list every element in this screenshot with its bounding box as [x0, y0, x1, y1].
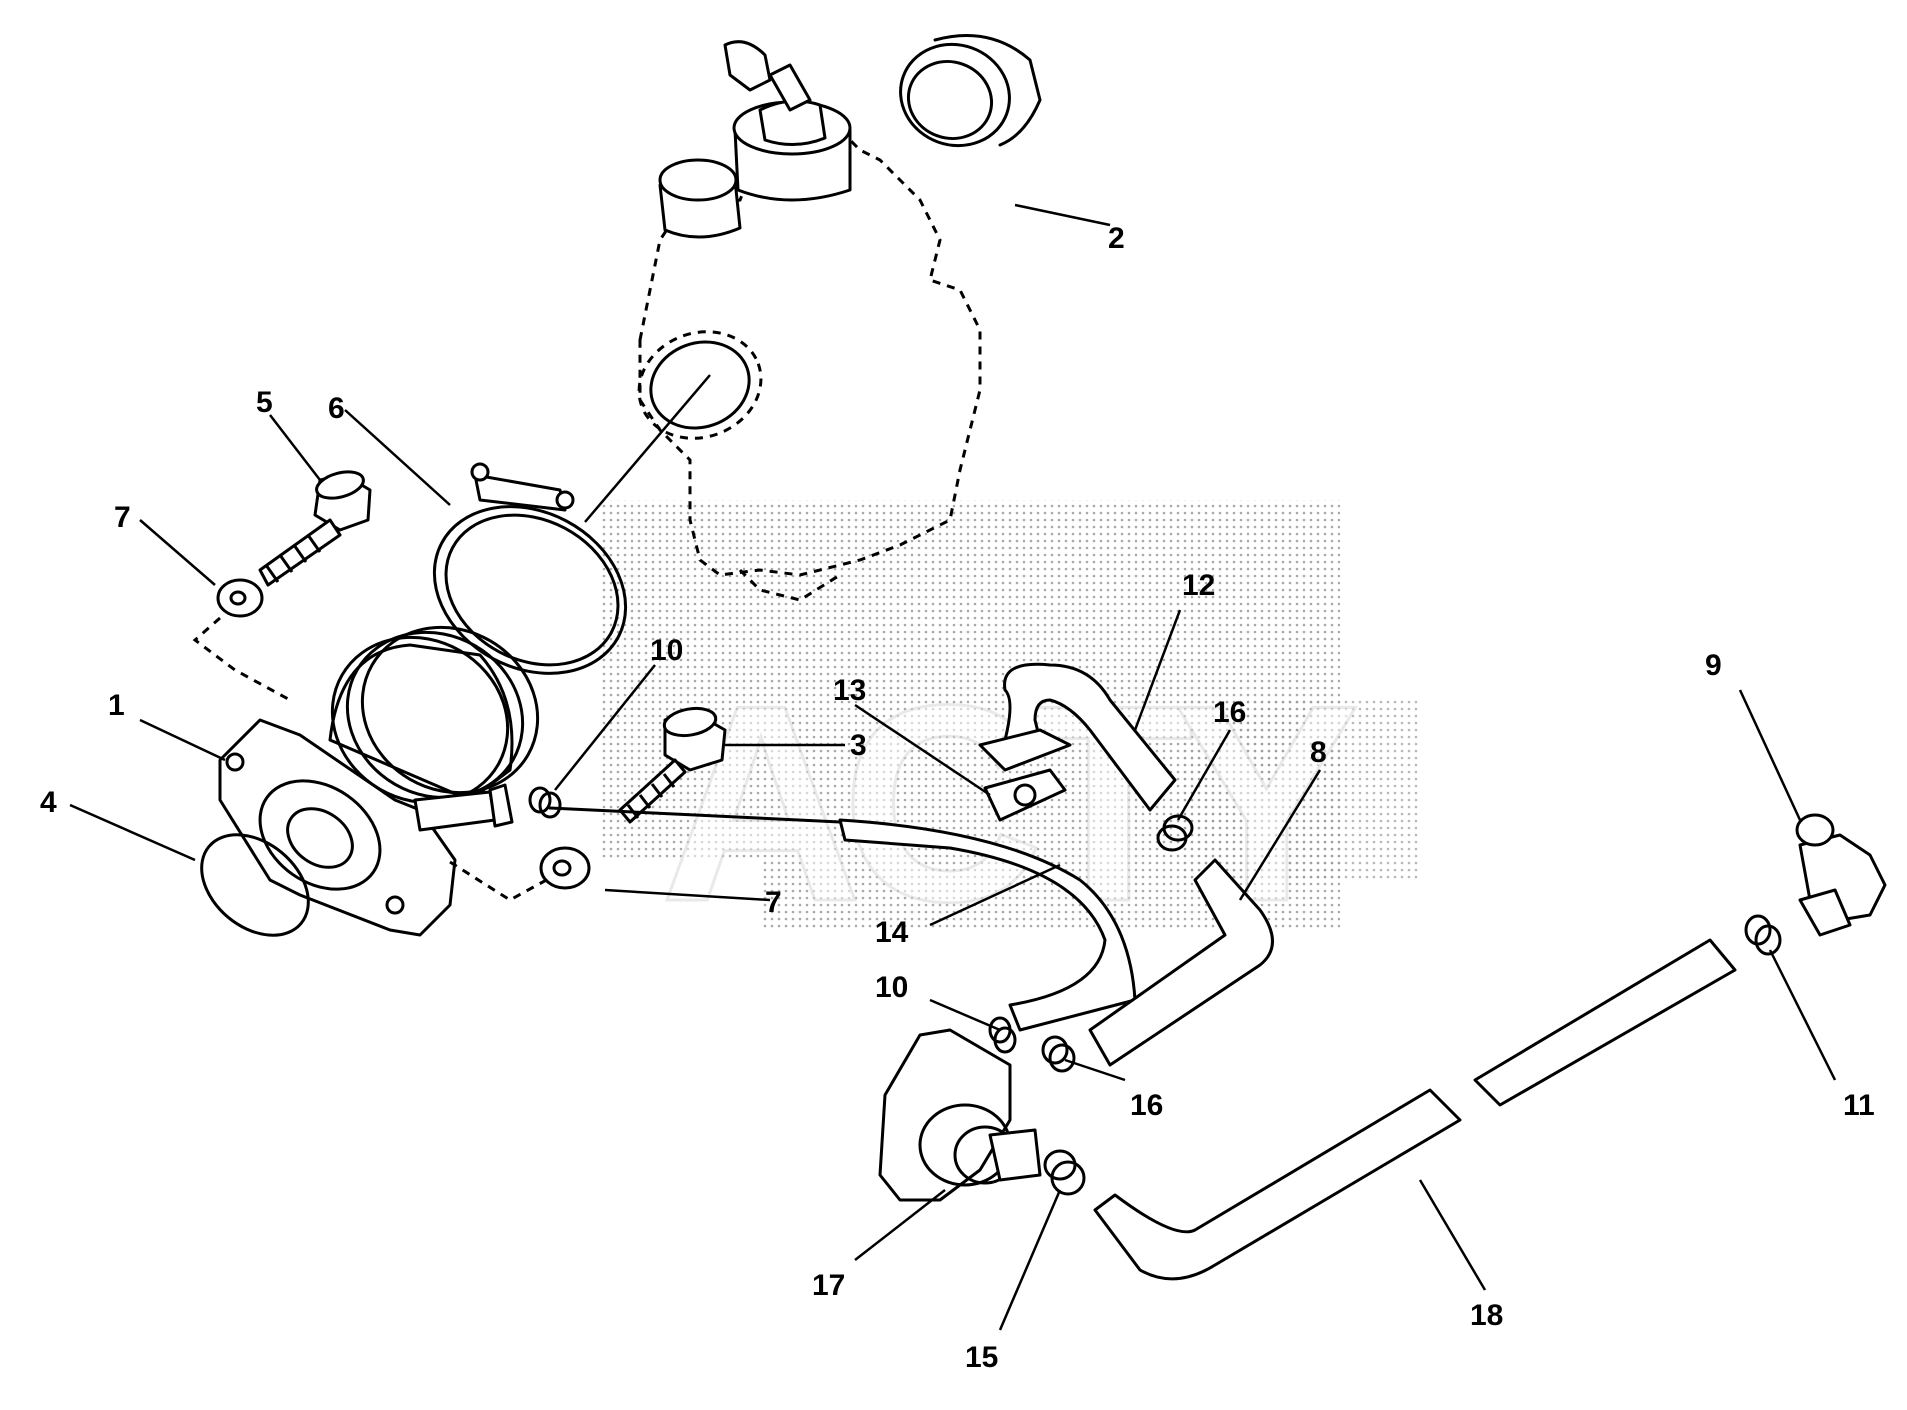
callout-14: 14 [875, 916, 909, 949]
callout-1: 1 [108, 689, 125, 722]
thin-hose-outline [838, 818, 1137, 1032]
callout-17: 17 [812, 1269, 845, 1302]
washer-lower [539, 846, 591, 890]
small-clamp-lower [988, 1016, 1017, 1054]
callout-4: 4 [40, 786, 57, 819]
small-clamp-upper [528, 786, 562, 819]
callout-16-upper: 16 [1213, 696, 1246, 729]
callout-18: 18 [1470, 1299, 1503, 1332]
callout-16-lower: 16 [1130, 1089, 1163, 1122]
callout-10-upper: 10 [650, 634, 683, 667]
callout-6: 6 [328, 392, 345, 425]
hose-with-flange [978, 662, 1177, 812]
long-hose [1093, 938, 1737, 1281]
callout-7-upper: 7 [114, 501, 131, 534]
callout-8: 8 [1310, 736, 1327, 769]
intake-manifold [218, 625, 540, 937]
callout-9: 9 [1705, 649, 1722, 682]
bolt-upper [258, 470, 372, 587]
assembly-line-lower [449, 860, 551, 902]
callout-10-lower: 10 [875, 971, 908, 1004]
callout-7-lower: 7 [765, 886, 782, 919]
callout-2: 2 [1108, 222, 1125, 255]
spring-clamp-lower [1041, 1035, 1076, 1073]
flange-gasket [983, 768, 1067, 822]
carburetor-body [637, 40, 982, 602]
hose-clamp [432, 462, 628, 675]
assembly-line-upper [192, 616, 291, 702]
callout-13: 13 [833, 674, 866, 707]
callout-15: 15 [965, 1341, 998, 1374]
washer-upper [216, 578, 264, 618]
leader-lines [69, 203, 1837, 1331]
callout-12: 12 [1182, 569, 1215, 602]
spring-clamp-upper [1156, 814, 1194, 852]
air-valve [878, 1028, 1042, 1202]
callout-3: 3 [850, 729, 867, 762]
elbow-connector [1795, 813, 1887, 937]
hose-clamp-right [1744, 914, 1782, 956]
o-ring-gasket [200, 833, 310, 937]
connector-ring [899, 34, 1042, 148]
bent-hose [1088, 858, 1274, 1067]
callout-labels: 2 5 6 7 1 4 3 7 10 13 12 16 8 14 10 16 9… [40, 222, 1875, 1374]
callout-11: 11 [1843, 1089, 1875, 1122]
callout-5: 5 [256, 386, 273, 419]
bolt-lower [618, 706, 727, 824]
valve-clamp [1043, 1149, 1086, 1196]
